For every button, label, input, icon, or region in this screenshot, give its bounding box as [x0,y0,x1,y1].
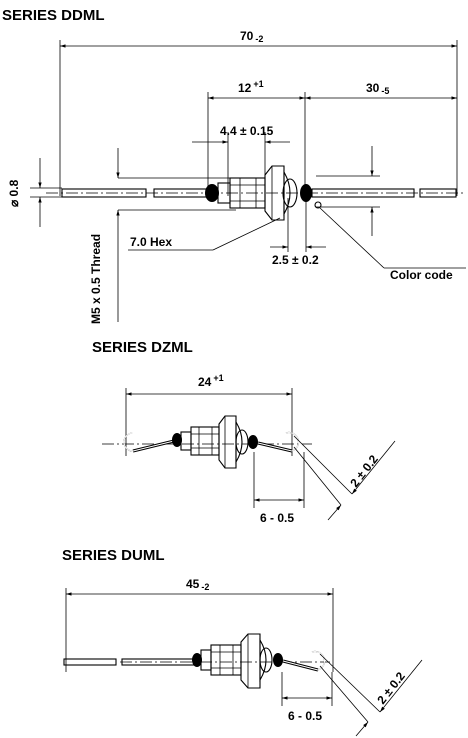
dzml-drawing [102,388,396,521]
ddml-labels: 70-2 12+1 30-5 4.4 ± 0.15 ⌀ 0.8 7.0 Hex … [7,29,453,324]
dim-lead-diameter: ⌀ 0.8 [7,179,21,207]
dim-duml-length: 45-2 [186,577,209,592]
dim-dzml-length: 24+1 [198,373,224,389]
dim-dzml-hook-diameter: 2 ± 0.2 [347,452,381,490]
duml-drawing [63,588,423,737]
duml-labels: 45-2 6 - 0.5 2 ± 0.2 [186,577,408,723]
dim-duml-hook-diameter: 2 ± 0.2 [374,669,408,707]
title-ddml: SERIES DDML [2,7,105,24]
dim-duml-hook-length: 6 - 0.5 [288,709,322,723]
dim-length-lead: 30-5 [366,81,389,96]
title-dzml: SERIES DZML [92,339,193,356]
dim-length-total: 70-2 [240,29,263,44]
dim-hex-width: 4.4 ± 0.15 [220,124,274,138]
dim-dzml-hook-length: 6 - 0.5 [260,511,294,525]
label-hex: 7.0 Hex [130,235,172,249]
dim-length-body: 12+1 [238,79,264,95]
dim-stud: 2.5 ± 0.2 [272,253,319,267]
label-color-code: Color code [390,268,453,282]
ddml-drawing [30,40,466,322]
label-thread: M5 x 0.5 Thread [89,234,103,324]
title-duml: SERIES DUML [62,547,165,564]
